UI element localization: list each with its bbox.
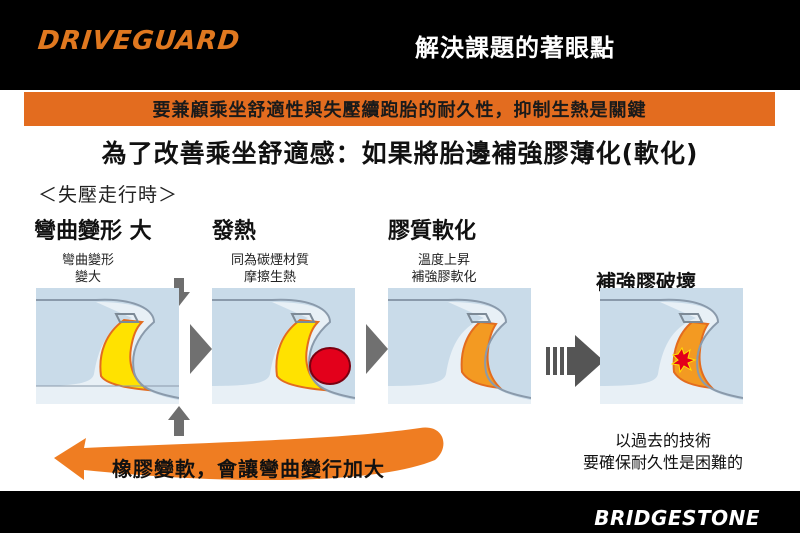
header-bar: [0, 0, 800, 90]
curved-arrow-icon: [54, 427, 444, 481]
banner-text: 要兼顧乘坐舒適性與失壓續跑胎的耐久性，抑制生熱是關鍵: [152, 100, 647, 121]
stage-desc-2-line1: 同為碳煙材質: [230, 253, 309, 268]
stage-desc-2: 同為碳煙材質 摩擦生熱: [210, 252, 330, 286]
conclusion-note: 以過去的技術 要確保耐久性是困難的: [553, 430, 773, 474]
stage-title-3: 膠質軟化: [388, 219, 477, 244]
stage-desc-3-line2: 補強膠軟化: [411, 270, 477, 285]
stage-desc-1: 彎曲變形 變大: [28, 252, 148, 286]
section-label: ＜失壓走行時＞: [38, 184, 179, 206]
key-message-banner: 要兼顧乘坐舒適性與失壓續跑胎的耐久性，抑制生熱是關鍵: [24, 92, 775, 126]
bridgestone-logo: BRIDGESTONE: [594, 506, 760, 530]
right-triangle-icon: [366, 324, 388, 374]
tire-panel-3: [388, 288, 531, 404]
footer-bar: [0, 491, 800, 533]
driveguard-logo: DRIVEGUARD: [36, 26, 242, 56]
up-arrow-icon: [168, 406, 190, 436]
big-right-arrow-icon: [546, 335, 604, 387]
tire-panel-1: [36, 288, 179, 404]
subtitle: 為了改善乘坐舒適感：如果將胎邊補強膠薄化(軟化): [101, 139, 699, 168]
stage-desc-3: 溫度上昇 補強膠軟化: [384, 252, 504, 286]
page-title: 解決課題的著眼點: [415, 34, 615, 62]
right-triangle-icon: [190, 324, 212, 374]
note-line2: 要確保耐久性是困難的: [582, 453, 743, 472]
stage-desc-3-line1: 溫度上昇: [417, 253, 470, 268]
stage-title-1: 彎曲變形 大: [34, 219, 152, 244]
stage-desc-1-line2: 變大: [74, 270, 101, 285]
tire-panel-4: [600, 288, 743, 404]
note-line1: 以過去的技術: [614, 431, 711, 450]
stage-desc-1-line1: 彎曲變形: [61, 253, 114, 268]
stage-desc-2-line2: 摩擦生熱: [243, 270, 296, 285]
bottom-caption: 橡膠變軟，會讓彎曲變行加大: [112, 457, 385, 481]
stage-title-2: 發熱: [212, 219, 257, 244]
tire-panel-2: [212, 288, 355, 404]
explosion-icon: [670, 346, 697, 374]
heat-spot: [309, 347, 351, 385]
